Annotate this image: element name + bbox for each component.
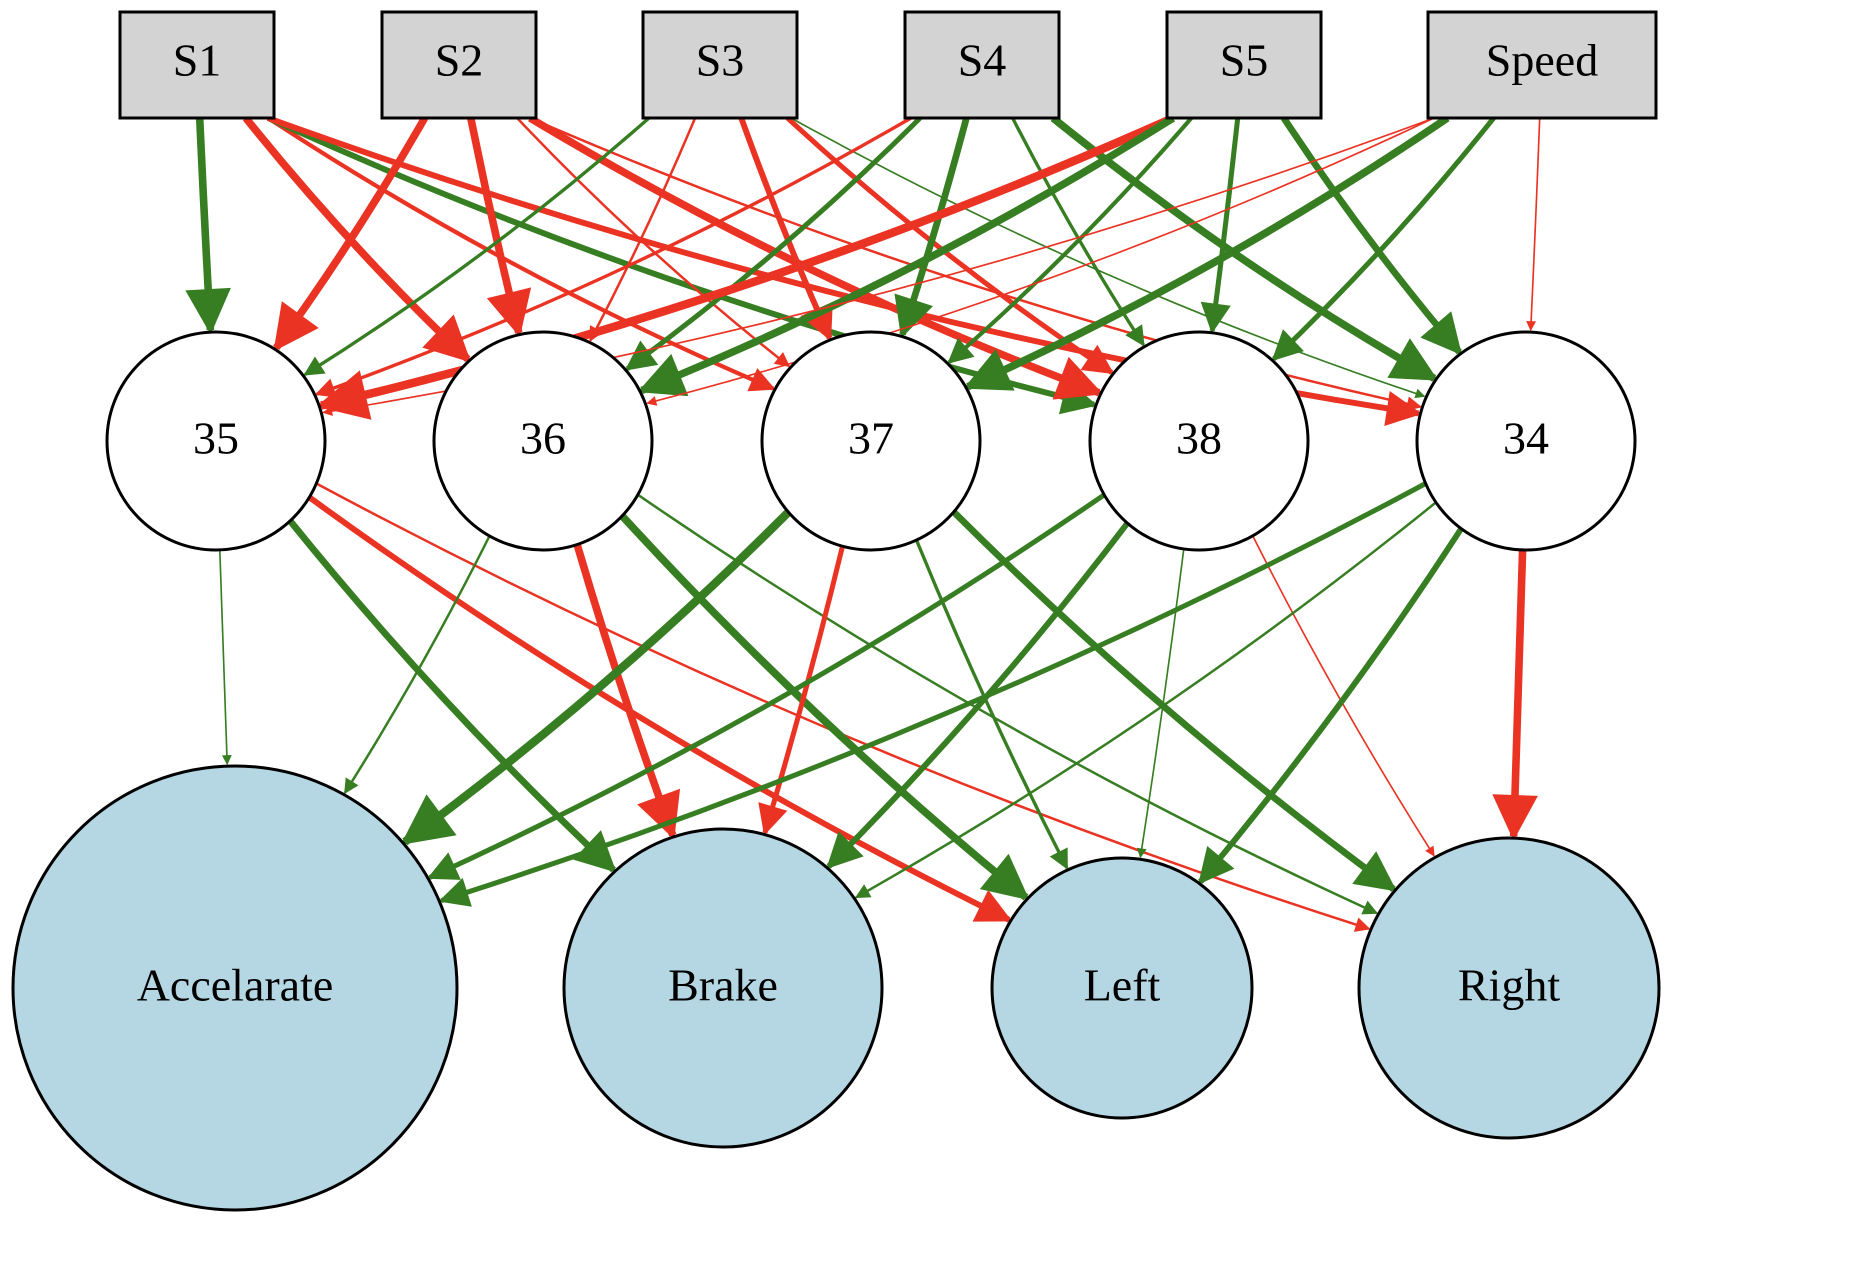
input-label: S1	[173, 35, 222, 86]
hidden-label: 38	[1176, 413, 1222, 464]
edge-s5-to-34	[1280, 116, 1463, 356]
edge-s1-to-36	[242, 115, 472, 363]
input-box	[380, 10, 538, 120]
edge-s5-to-36	[637, 114, 1176, 397]
input-box	[1165, 10, 1323, 120]
edge-speed-to-37	[963, 114, 1450, 391]
output-label: Accelarate	[137, 960, 334, 1011]
input-node-s1[interactable]: S1	[118, 10, 276, 120]
edge-s4-to-37	[894, 117, 970, 339]
output-label: Left	[1084, 960, 1161, 1011]
output-node-right[interactable]: Right	[1357, 836, 1661, 1140]
edge-34-to-brake	[854, 501, 1437, 899]
output-circle	[11, 764, 459, 1212]
edge-s4-to-36	[624, 116, 922, 371]
edge-s5-to-38	[1200, 117, 1241, 334]
edge-s3-to-35	[303, 116, 651, 377]
hidden-label: 34	[1503, 413, 1549, 464]
edge-s4-to-35	[314, 116, 912, 398]
input-label: Speed	[1486, 35, 1598, 86]
hidden-circle	[432, 330, 654, 552]
edge-s4-to-38	[1011, 117, 1145, 347]
edge-s5-to-35	[316, 114, 1175, 420]
edge-s5-to-37	[947, 116, 1193, 364]
edge-speed-to-34	[1526, 117, 1541, 332]
edge-34-to-right	[1492, 549, 1538, 841]
edge-35-to-left	[307, 494, 1013, 923]
edge-38-to-right	[1251, 535, 1435, 857]
edge-34-to-accelarate	[438, 481, 1427, 907]
input-label: S4	[958, 35, 1007, 86]
hidden-label: 35	[193, 413, 239, 464]
edge-layer	[185, 114, 1541, 932]
edge-s1-to-37	[266, 116, 776, 392]
edge-speed-to-36	[646, 117, 1435, 406]
input-node-s4[interactable]: S4	[903, 10, 1061, 120]
hidden-node-38[interactable]: 38	[1088, 330, 1310, 552]
edge-s2-to-38	[528, 114, 1104, 400]
edge-36-to-accelarate	[343, 535, 491, 795]
edge-s2-to-35	[273, 116, 428, 352]
hidden-node-36[interactable]: 36	[432, 330, 654, 552]
input-node-speed[interactable]: Speed	[1426, 10, 1658, 120]
output-node-accelarate[interactable]: Accelarate	[11, 764, 459, 1212]
edge-s3-to-36	[589, 117, 697, 342]
edge-36-to-brake	[573, 543, 681, 840]
edge-35-to-accelarate	[218, 549, 232, 766]
hidden-node-37[interactable]: 37	[760, 330, 982, 552]
hidden-circle	[105, 330, 327, 552]
edge-37-to-accelarate	[400, 509, 792, 846]
edge-37-to-left	[914, 539, 1069, 870]
output-circle	[1357, 836, 1661, 1140]
output-label: Right	[1458, 960, 1560, 1011]
node-layer: S1 S2 S3 S4 S5 Speed 35 36	[11, 10, 1661, 1212]
input-label: S3	[696, 35, 745, 86]
input-node-s2[interactable]: S2	[380, 10, 538, 120]
hidden-circle	[1088, 330, 1310, 552]
output-node-brake[interactable]: Brake	[562, 827, 884, 1149]
edge-37-to-brake	[758, 545, 845, 836]
edge-36-to-left	[619, 513, 1030, 901]
input-label: S2	[435, 35, 484, 86]
edge-35-to-brake	[287, 518, 617, 873]
edge-38-to-accelarate	[427, 492, 1106, 880]
input-node-s3[interactable]: S3	[641, 10, 799, 120]
input-node-s5[interactable]: S5	[1165, 10, 1323, 120]
input-box	[118, 10, 276, 120]
output-circle	[990, 856, 1254, 1120]
edge-38-to-brake	[826, 521, 1130, 870]
input-box	[903, 10, 1061, 120]
edge-s1-to-35	[185, 117, 231, 335]
output-label: Brake	[668, 960, 778, 1011]
input-label: S5	[1220, 35, 1269, 86]
hidden-label: 37	[848, 413, 894, 464]
edge-34-to-left	[1198, 527, 1464, 885]
input-box	[641, 10, 799, 120]
hidden-circle	[760, 330, 982, 552]
hidden-label: 36	[520, 413, 566, 464]
edge-s3-to-34	[790, 117, 1426, 399]
edge-38-to-left	[1136, 548, 1185, 859]
hidden-node-35[interactable]: 35	[105, 330, 327, 552]
edge-37-to-right	[951, 509, 1397, 892]
output-node-left[interactable]: Left	[990, 856, 1254, 1120]
hidden-circle	[1415, 330, 1637, 552]
output-circle	[562, 827, 884, 1149]
input-box	[1426, 10, 1658, 120]
edge-s2-to-37	[516, 117, 791, 368]
edge-speed-to-38	[1271, 116, 1496, 362]
edge-s2-to-36	[467, 117, 532, 338]
hidden-node-34[interactable]: 34	[1415, 330, 1637, 552]
